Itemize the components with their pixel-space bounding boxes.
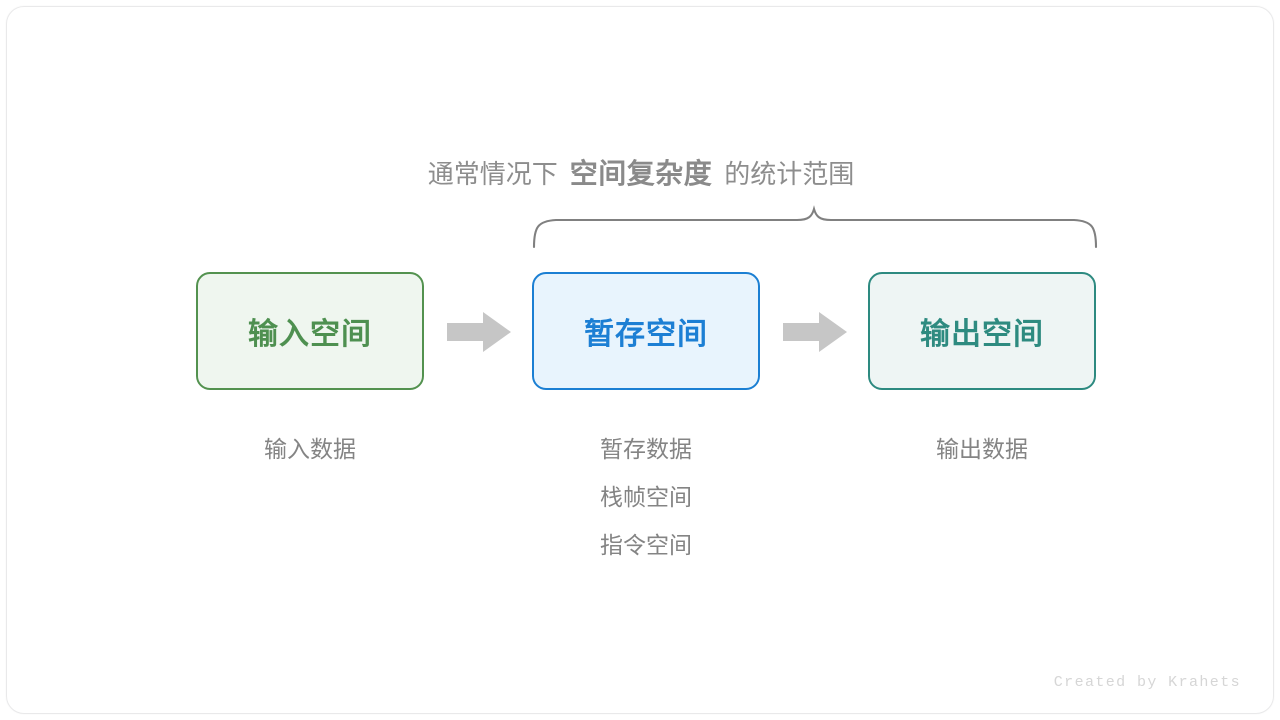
labels-input-space: 输入数据 <box>180 425 440 473</box>
box-output-space[interactable]: 输出空间 <box>868 272 1096 390</box>
curly-brace <box>512 197 1122 259</box>
label-instruction-space: 指令空间 <box>600 532 692 558</box>
diagram-caption: 通常情况下空间复杂度的统计范围 <box>7 155 1273 193</box>
right-arrow-icon <box>783 312 849 352</box>
box-input-space[interactable]: 输入空间 <box>196 272 424 390</box>
caption-emphasis: 空间复杂度 <box>569 158 713 189</box>
box-temp-space[interactable]: 暂存空间 <box>532 272 760 390</box>
caption-prefix: 通常情况下 <box>427 159 558 189</box>
flow-row: 输入空间 暂存空间 输出空间 <box>7 272 1273 392</box>
labels-output-space: 输出数据 <box>852 425 1112 473</box>
box-input-space-label: 输入空间 <box>248 318 372 351</box>
caption-suffix: 的统计范围 <box>724 159 855 189</box>
box-output-space-label: 输出空间 <box>920 318 1044 351</box>
label-output-data: 输出数据 <box>936 436 1028 462</box>
box-temp-space-label: 暂存空间 <box>584 318 708 351</box>
label-temp-data: 暂存数据 <box>600 436 692 462</box>
right-arrow-icon <box>447 312 513 352</box>
label-input-data: 输入数据 <box>264 436 356 462</box>
diagram-card: 通常情况下空间复杂度的统计范围 输入空间 暂存空间 输出空间 <box>6 6 1274 714</box>
labels-temp-space: 暂存数据 栈帧空间 指令空间 <box>516 425 776 569</box>
watermark-credit: Created by Krahets <box>1053 674 1241 691</box>
label-stack-frame-space: 栈帧空间 <box>600 484 692 510</box>
